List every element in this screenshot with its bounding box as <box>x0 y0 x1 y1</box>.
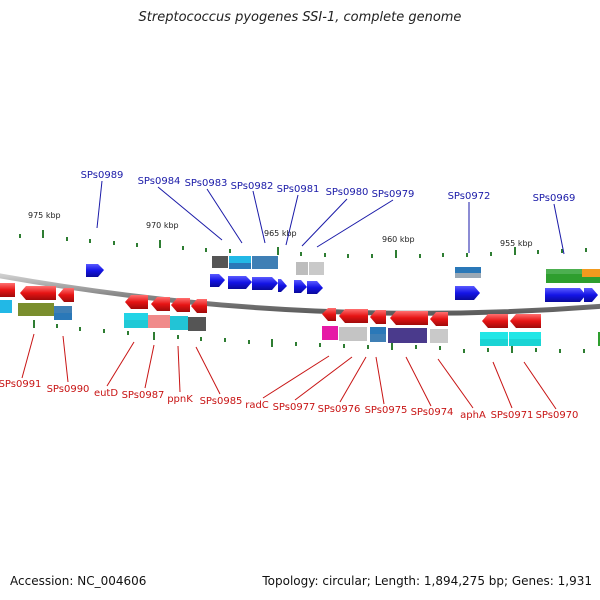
lower-feature-blocks <box>0 300 600 346</box>
gene-arrow <box>20 286 56 300</box>
gene-arrow <box>228 276 252 289</box>
gene-label: SPs0975 <box>365 405 408 416</box>
accession-text: Accession: NC_004606 <box>10 574 147 588</box>
gene-label: SPs0974 <box>411 407 454 418</box>
gene-label: SPs0989 <box>81 170 124 181</box>
gene-label: SPs0984 <box>138 176 181 187</box>
scale-label: 975 kbp <box>28 211 61 220</box>
gene-arrow <box>482 314 508 328</box>
gene-arrow <box>584 288 598 302</box>
scale-labels: 975 kbp 970 kbp 965 kbp 960 kbp 955 kbp <box>28 211 533 248</box>
lower-leader-lines <box>21 333 557 410</box>
gene-arrow <box>370 310 386 324</box>
gene-label: SPs0971 <box>491 410 534 421</box>
gene-label: SPs0980 <box>326 187 369 198</box>
gene-label: SPs0972 <box>448 191 491 202</box>
reverse-gene-arrows <box>0 283 541 328</box>
upper-tick-marks <box>19 230 587 258</box>
gene-arrow <box>86 264 104 277</box>
scale-label: 960 kbp <box>382 235 415 244</box>
lower-gene-labels: SPs0991 SPs0990 eutD SPs0987 ppnK SPs098… <box>0 379 578 421</box>
gene-arrow <box>125 295 148 309</box>
gene-label: SPs0987 <box>122 390 165 401</box>
gene-arrow <box>322 308 336 321</box>
upper-feature-blocks <box>212 256 600 283</box>
gene-arrow <box>278 279 287 292</box>
gene-arrow <box>210 274 225 287</box>
upper-gene-labels: SPs0989 SPs0984 SPs0983 SPs0982 SPs0981 … <box>81 170 576 204</box>
upper-leader-lines <box>96 180 565 255</box>
gene-arrow <box>545 288 586 302</box>
gene-arrow <box>390 311 428 325</box>
gene-label: SPs0991 <box>0 379 41 390</box>
gene-arrow <box>455 286 480 300</box>
gene-label: eutD <box>94 388 118 399</box>
gene-label: SPs0976 <box>318 404 361 415</box>
gene-arrow <box>151 297 170 311</box>
gene-label: SPs0990 <box>47 384 90 395</box>
gene-arrow <box>339 309 368 323</box>
gene-label: SPs0969 <box>533 193 576 204</box>
gene-arrow <box>191 299 207 313</box>
scale-label: 965 kbp <box>264 229 297 238</box>
gene-arrow <box>294 280 307 293</box>
gene-arrow <box>58 288 74 302</box>
lower-tick-marks <box>33 320 585 353</box>
gene-arrow <box>430 312 448 326</box>
gene-arrow <box>510 314 541 328</box>
gene-label: ppnK <box>167 394 193 405</box>
gene-label: radC <box>245 400 269 411</box>
forward-gene-arrows <box>86 264 598 302</box>
genome-backbone <box>0 273 600 316</box>
gene-label: SPs0985 <box>200 396 243 407</box>
gene-label: SPs0982 <box>231 181 274 192</box>
map-title: Streptococcus pyogenes SSI-1, complete g… <box>138 10 462 25</box>
gene-label: SPs0970 <box>536 410 579 421</box>
genome-summary-text: Topology: circular; Length: 1,894,275 bp… <box>262 574 592 588</box>
scale-label: 970 kbp <box>146 221 179 230</box>
gene-label: SPs0983 <box>185 178 228 189</box>
scale-label: 955 kbp <box>500 239 533 248</box>
gene-label: SPs0977 <box>273 402 316 413</box>
gene-arrow <box>307 281 323 294</box>
gene-arrow <box>0 283 15 297</box>
gene-arrow <box>171 298 190 312</box>
gene-label: aphA <box>460 410 486 421</box>
gene-label: SPs0981 <box>277 184 320 195</box>
gene-label: SPs0979 <box>372 189 415 200</box>
gene-arrow <box>252 277 278 290</box>
